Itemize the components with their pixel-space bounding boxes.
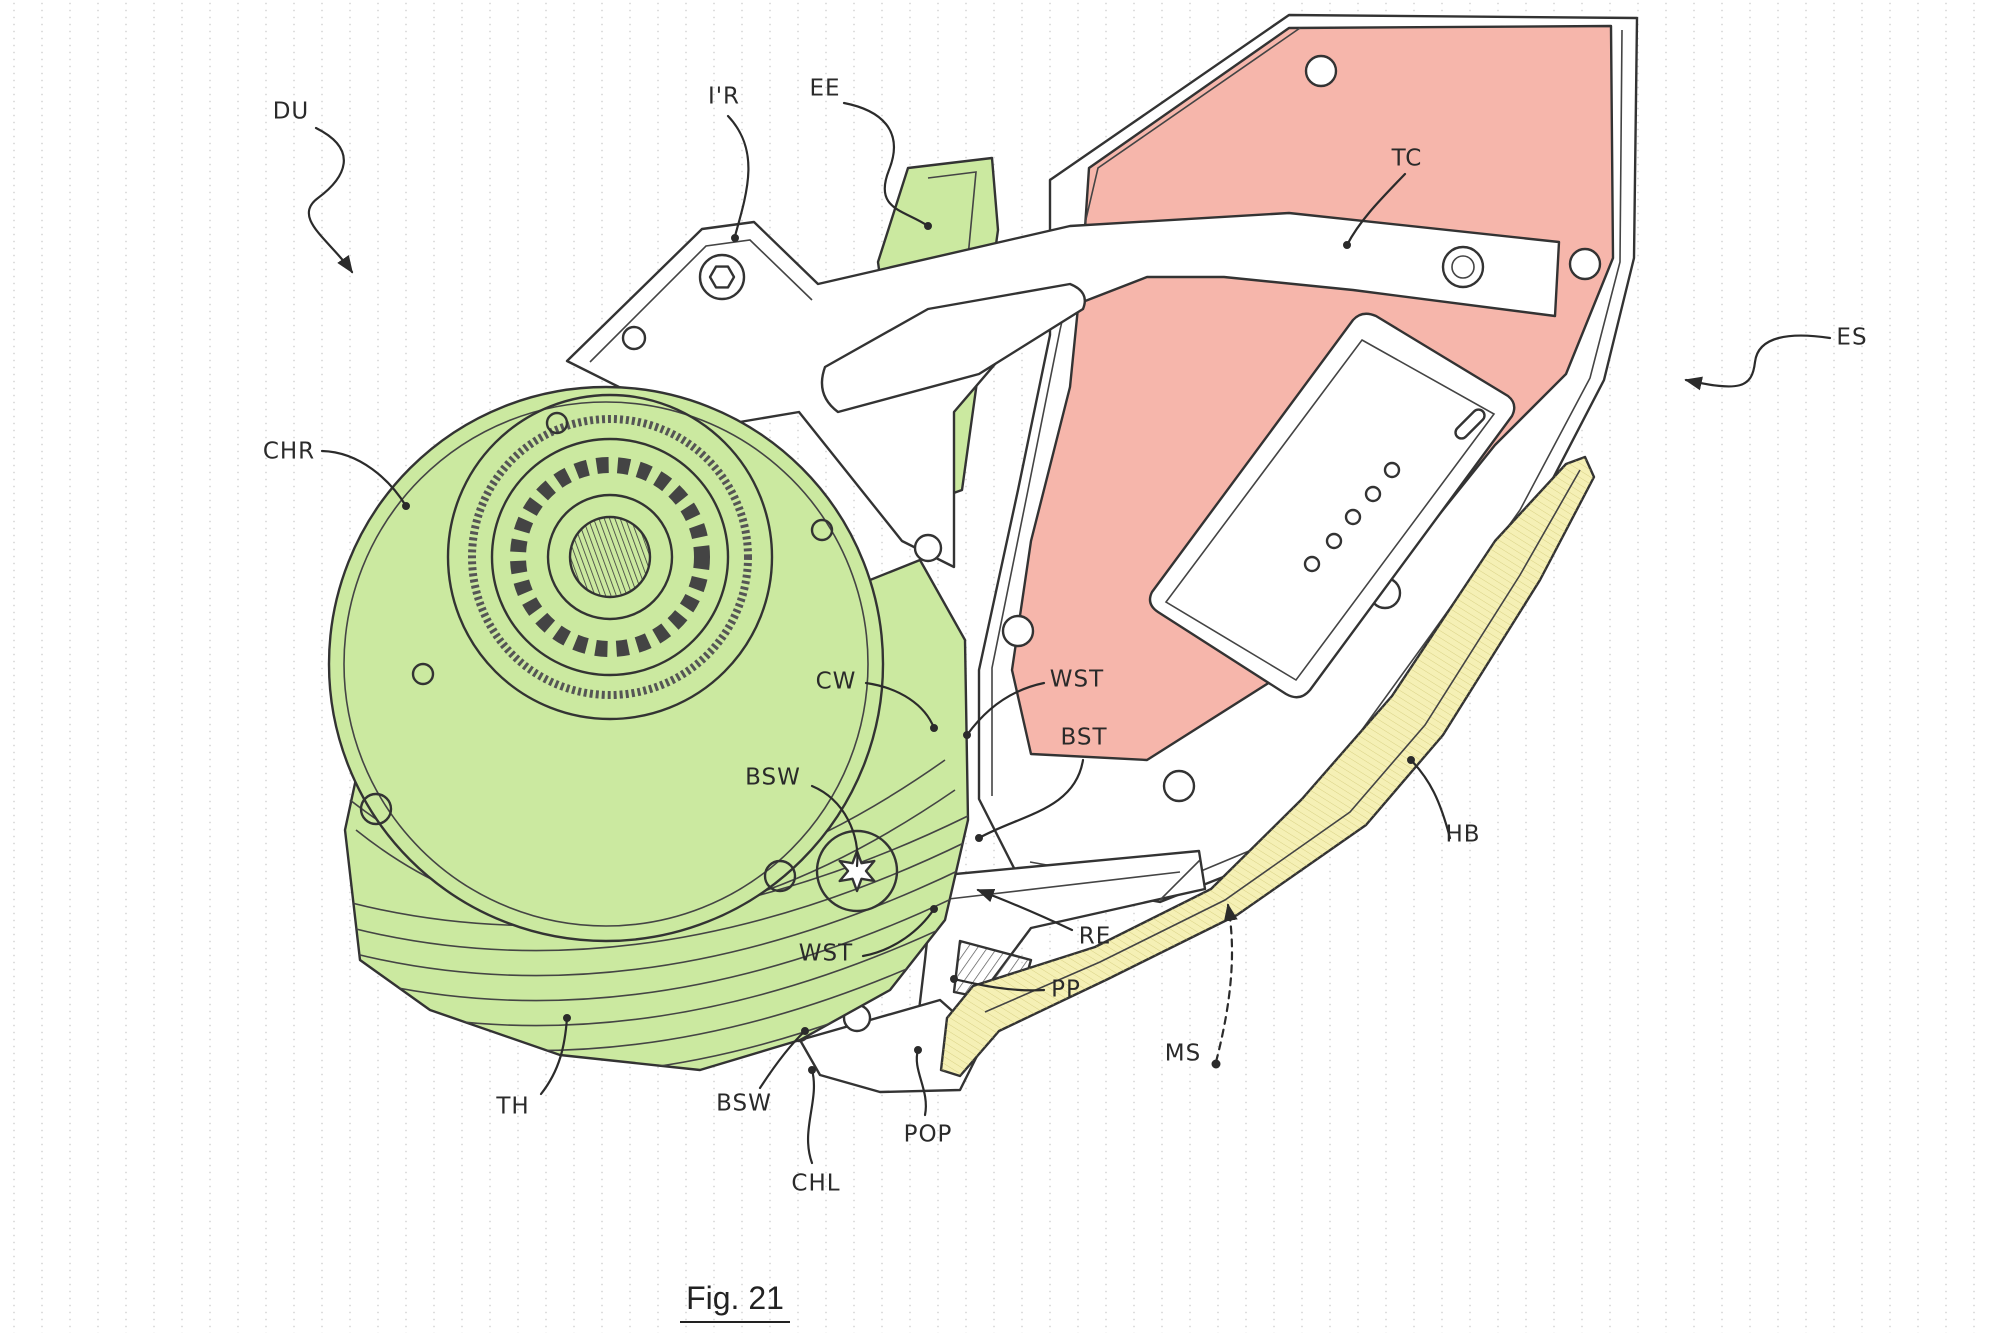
leader-chr bbox=[320, 449, 408, 508]
battery-control-panel bbox=[1148, 312, 1516, 699]
leader-pop bbox=[915, 1048, 927, 1117]
leader-th bbox=[539, 1016, 569, 1096]
label-ms: MS bbox=[1165, 1041, 1201, 1067]
leader-dot bbox=[950, 975, 958, 983]
housing-bolt bbox=[763, 859, 797, 893]
leader-ir bbox=[726, 114, 750, 238]
leader-dot bbox=[731, 234, 739, 242]
leader-bsw-lower bbox=[758, 1029, 807, 1090]
leader-dot bbox=[930, 724, 938, 732]
leader-lines bbox=[307, 101, 1832, 1165]
frame-bolt-hole bbox=[1568, 247, 1602, 281]
leader-hb bbox=[1409, 758, 1452, 840]
panel-inner-border bbox=[1164, 338, 1496, 682]
bracket-inner-edge bbox=[589, 239, 813, 363]
disc-screw-hole bbox=[411, 662, 435, 686]
leader-dot bbox=[808, 1066, 816, 1074]
label-hb: HB bbox=[1445, 822, 1480, 848]
label-ee: EE bbox=[809, 76, 840, 102]
label-chl: CHL bbox=[791, 1171, 840, 1197]
label-es: ES bbox=[1836, 325, 1867, 351]
chain-guide-lower-plate bbox=[798, 998, 987, 1094]
leader-dot bbox=[1343, 241, 1351, 249]
star-bolt-icon bbox=[838, 849, 876, 893]
hub-flange bbox=[446, 393, 774, 721]
leader-dot bbox=[1211, 1059, 1221, 1069]
label-ir: I'R bbox=[708, 84, 740, 110]
leader-bst bbox=[977, 758, 1085, 840]
hex-bolt-icon bbox=[708, 265, 736, 289]
bracket-screw bbox=[913, 533, 943, 563]
frame-bolt-hole bbox=[1304, 54, 1338, 88]
cover-bolt-hole bbox=[1441, 245, 1485, 289]
leader-re bbox=[976, 888, 1074, 932]
leader-du bbox=[307, 126, 354, 274]
label-bsw-lower: BSW bbox=[716, 1091, 772, 1117]
frame-bolt-hole bbox=[1162, 769, 1196, 803]
charge-indicator-led bbox=[1364, 485, 1382, 503]
label-bsw-upper: BSW bbox=[745, 765, 801, 791]
label-pp: PP bbox=[1051, 977, 1081, 1003]
spindle-bore bbox=[546, 493, 674, 621]
housing-bolt bbox=[359, 792, 393, 826]
leader-dot bbox=[975, 834, 983, 842]
label-du: DU bbox=[273, 99, 310, 125]
panel-slot-icon bbox=[1454, 408, 1486, 440]
cover-bolt-hole-inner bbox=[1451, 255, 1475, 279]
leader-wst-lower bbox=[861, 907, 936, 958]
reference-labels: DU I'R EE TC ES CHR CW WST BST BSW HB RE… bbox=[263, 76, 1867, 1197]
label-wst-lower: WST bbox=[799, 941, 853, 967]
label-th: TH bbox=[495, 1094, 529, 1120]
label-wst-upper: WST bbox=[1050, 667, 1104, 693]
disc-rim bbox=[343, 401, 869, 927]
leader-dot bbox=[914, 1046, 922, 1054]
leader-bsw-upper bbox=[810, 784, 859, 868]
leader-dot bbox=[930, 905, 938, 913]
leader-dot bbox=[924, 222, 932, 230]
disc-screw-hole bbox=[545, 411, 569, 435]
threaded-bore bbox=[568, 515, 652, 599]
frame-bolt-hole bbox=[1001, 614, 1035, 648]
label-chr: CHR bbox=[263, 439, 315, 465]
mounting-bracket bbox=[565, 211, 1561, 569]
label-re: RE bbox=[1079, 924, 1112, 950]
leader-ms bbox=[1214, 903, 1238, 1064]
leader-tc bbox=[1345, 172, 1407, 247]
leader-dot bbox=[1407, 756, 1415, 764]
leader-dot bbox=[402, 502, 410, 510]
leader-dot bbox=[563, 1014, 571, 1022]
bracket-screw bbox=[621, 325, 647, 351]
disc-screw-hole bbox=[810, 518, 834, 542]
leader-pp bbox=[952, 977, 1046, 992]
label-bst: BST bbox=[1060, 725, 1107, 751]
charge-indicator-led bbox=[1325, 532, 1343, 550]
leader-wst-upper bbox=[965, 681, 1046, 737]
star-bolt-seat bbox=[815, 829, 899, 913]
hub-ring bbox=[490, 437, 730, 677]
charge-indicator-led bbox=[1344, 508, 1362, 526]
leader-chl bbox=[807, 1068, 816, 1165]
leader-es bbox=[1684, 334, 1832, 391]
charge-indicator-led bbox=[1383, 461, 1401, 479]
guard-inner-edge bbox=[984, 469, 1581, 1013]
label-tc: TC bbox=[1391, 146, 1423, 172]
guard-texture bbox=[941, 457, 1594, 1076]
frame-outer-rim bbox=[991, 27, 1301, 796]
figure-caption: Fig. 21 bbox=[686, 1280, 784, 1316]
label-pop: POP bbox=[904, 1122, 953, 1148]
leader-cw bbox=[864, 681, 936, 730]
hub-knurl-ring bbox=[468, 415, 752, 699]
charge-indicator-led bbox=[1303, 555, 1321, 573]
leader-ee bbox=[842, 101, 930, 228]
spline-teeth bbox=[510, 457, 710, 657]
leader-dot bbox=[963, 731, 971, 739]
label-cw: CW bbox=[816, 669, 857, 695]
bracket-cutout bbox=[820, 282, 1087, 414]
leader-dot bbox=[801, 1027, 809, 1035]
